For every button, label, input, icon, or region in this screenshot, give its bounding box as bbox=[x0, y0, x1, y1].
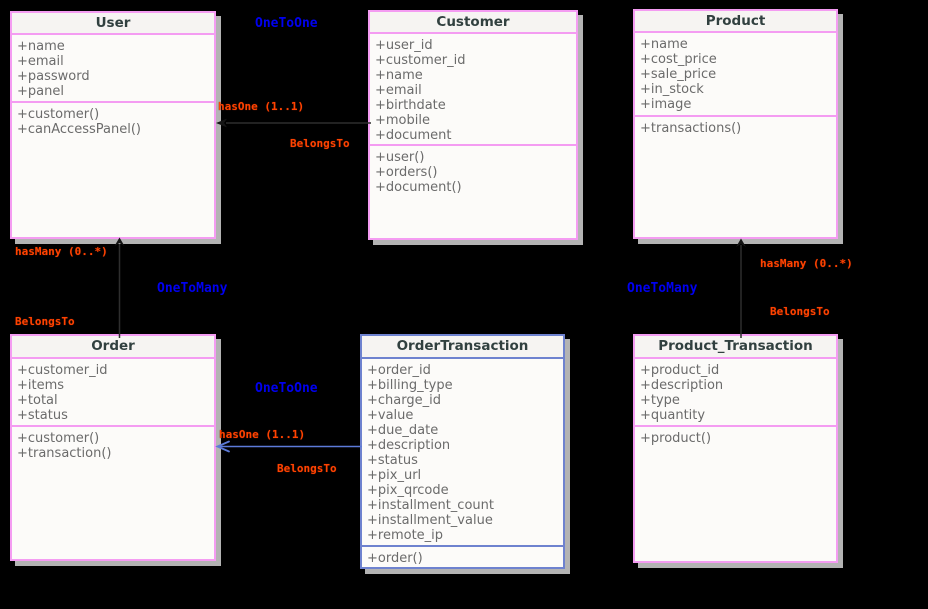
class-member: +customer_id bbox=[17, 363, 108, 378]
class-member: +customer() bbox=[17, 107, 100, 122]
arrowhead-into-order-right bbox=[215, 440, 230, 453]
class-member: +pix_url bbox=[367, 468, 422, 483]
class-attributes: +name+cost_price+sale_price+in_stock+ima… bbox=[635, 33, 836, 117]
class-methods: +transactions() bbox=[635, 117, 836, 136]
class-title: Product_Transaction bbox=[635, 336, 836, 359]
class-member: +description bbox=[640, 378, 724, 393]
relationship-label-belongsto-product: BelongsTo bbox=[770, 305, 830, 318]
class-member: +installment_value bbox=[367, 513, 493, 528]
arrowhead-into-user-right bbox=[216, 118, 227, 128]
class-member: +total bbox=[17, 393, 58, 408]
relationship-label-onetoone-user-customer: OneToOne bbox=[255, 16, 318, 31]
class-attributes: +order_id+billing_type+charge_id+value+d… bbox=[362, 359, 563, 547]
class-member: +panel bbox=[17, 84, 64, 99]
class-methods: +product() bbox=[635, 427, 836, 446]
class-member: +charge_id bbox=[367, 393, 441, 408]
class-member: +order() bbox=[367, 551, 423, 566]
class-member: +value bbox=[367, 408, 414, 423]
class-member: +mobile bbox=[375, 113, 430, 128]
class-member: +name bbox=[17, 39, 65, 54]
class-member: +name bbox=[375, 68, 423, 83]
class-member: +description bbox=[367, 438, 451, 453]
class-title: Product bbox=[635, 11, 836, 33]
class-member: +customer() bbox=[17, 431, 100, 446]
class-member: +birthdate bbox=[375, 98, 446, 113]
class-title: Order bbox=[12, 336, 214, 359]
class-member: +type bbox=[640, 393, 680, 408]
class-member: +items bbox=[17, 378, 65, 393]
class-member: +product() bbox=[640, 431, 712, 446]
arrowhead-into-product-bottom bbox=[736, 238, 746, 247]
relationship-label-hasone-user-customer: hasOne (1..1) bbox=[218, 100, 305, 113]
class-box-ordertransaction: OrderTransaction +order_id+billing_type+… bbox=[360, 334, 565, 569]
class-member: +document bbox=[375, 128, 452, 143]
relationship-label-hasmany-user-order: hasMany (0..*) bbox=[15, 245, 108, 258]
class-attributes: +customer_id+items+total+status bbox=[12, 359, 214, 427]
class-title: Customer bbox=[370, 12, 576, 34]
class-methods: +customer()+transaction() bbox=[12, 427, 214, 461]
class-title: User bbox=[12, 13, 214, 35]
class-box-product-transaction: Product_Transaction +product_id+descript… bbox=[633, 334, 838, 563]
class-member: +email bbox=[375, 83, 422, 98]
relationship-label-belongsto-user-order: BelongsTo bbox=[15, 315, 75, 328]
class-member: +status bbox=[17, 408, 68, 423]
class-methods: +user()+orders()+document() bbox=[370, 146, 576, 195]
class-member: +transactions() bbox=[640, 121, 742, 136]
class-box-order: Order +customer_id+items+total+status +c… bbox=[10, 334, 216, 561]
class-attributes: +product_id+description+type+quantity bbox=[635, 359, 836, 427]
class-member: +remote_ip bbox=[367, 528, 444, 543]
class-methods: +customer()+canAccessPanel() bbox=[12, 103, 214, 137]
class-member: +customer_id bbox=[375, 53, 466, 68]
class-member: +status bbox=[367, 453, 418, 468]
class-member: +sale_price bbox=[640, 67, 717, 82]
class-member: +email bbox=[17, 54, 64, 69]
class-member: +orders() bbox=[375, 165, 438, 180]
relationship-label-onetomany-user-order: OneToMany bbox=[157, 281, 228, 296]
class-member: +name bbox=[640, 37, 688, 52]
class-title: OrderTransaction bbox=[362, 336, 563, 359]
class-member: +transaction() bbox=[17, 446, 112, 461]
class-member: +installment_count bbox=[367, 498, 494, 513]
relationship-label-onetomany-product: OneToMany bbox=[627, 281, 698, 296]
class-box-customer: Customer +user_id+customer_id+name+email… bbox=[368, 10, 578, 240]
class-member: +pix_qrcode bbox=[367, 483, 449, 498]
class-member: +user_id bbox=[375, 38, 433, 53]
class-methods: +order() bbox=[362, 547, 563, 566]
class-box-product: Product +name+cost_price+sale_price+in_s… bbox=[633, 9, 838, 239]
class-member: +quantity bbox=[640, 408, 706, 423]
class-member: +document() bbox=[375, 180, 462, 195]
relationship-label-hasone-order-transaction: hasOne (1..1) bbox=[219, 428, 306, 441]
class-member: +user() bbox=[375, 150, 425, 165]
relationship-label-hasmany-product: hasMany (0..*) bbox=[760, 257, 853, 270]
class-member: +billing_type bbox=[367, 378, 453, 393]
class-member: +order_id bbox=[367, 363, 431, 378]
class-attributes: +user_id+customer_id+name+email+birthdat… bbox=[370, 34, 576, 146]
class-member: +password bbox=[17, 69, 90, 84]
class-member: +product_id bbox=[640, 363, 720, 378]
class-member: +cost_price bbox=[640, 52, 717, 67]
class-attributes: +name+email+password+panel bbox=[12, 35, 214, 103]
class-member: +due_date bbox=[367, 423, 439, 438]
class-member: +canAccessPanel() bbox=[17, 122, 141, 137]
class-member: +image bbox=[640, 97, 692, 112]
relationship-label-belongsto-user-customer: BelongsTo bbox=[290, 137, 350, 150]
class-box-user: User +name+email+password+panel +custome… bbox=[10, 11, 216, 239]
class-member: +in_stock bbox=[640, 82, 704, 97]
relationship-label-onetoone-order-transaction: OneToOne bbox=[255, 381, 318, 396]
relationship-label-belongsto-order-transaction: BelongsTo bbox=[277, 462, 337, 475]
